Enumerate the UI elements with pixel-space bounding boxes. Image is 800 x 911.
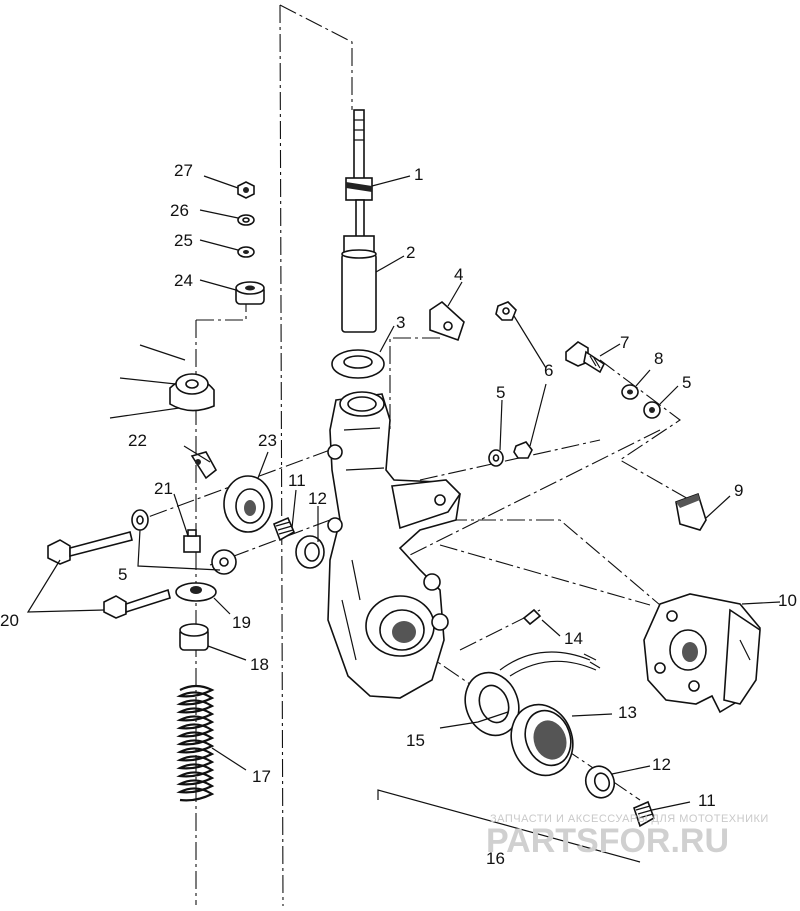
callout-5c: 5: [118, 565, 127, 584]
callout-18: 18: [250, 655, 269, 674]
part-12-race-upper: [295, 535, 325, 569]
callout-14: 14: [564, 629, 583, 648]
callout-5a: 5: [496, 383, 505, 402]
part-6-nut-upper: [495, 301, 517, 321]
callout-12b: 12: [652, 755, 671, 774]
callout-7: 7: [620, 333, 629, 352]
part-23-seal: [223, 475, 273, 533]
part-4-bracket: [429, 300, 465, 342]
callout-23: 23: [258, 431, 277, 450]
callout-4: 4: [454, 265, 463, 284]
part-19-washer: [175, 582, 217, 602]
callout-17: 17: [252, 767, 271, 786]
part-20-bolt-upper: [47, 531, 133, 565]
part-15-ring: [464, 671, 520, 737]
part-5-washer-center: [488, 449, 504, 467]
part-13-hub-ring: [510, 703, 574, 777]
part-2-shock-body: [341, 235, 377, 333]
callout-13: 13: [618, 703, 637, 722]
callout-25: 25: [174, 231, 193, 250]
callout-15: 15: [406, 731, 425, 750]
callout-3: 3: [396, 313, 405, 332]
callout-21: 21: [154, 479, 173, 498]
callout-10: 10: [778, 591, 797, 610]
callout-16: 16: [486, 849, 505, 868]
part-8-washer: [621, 384, 639, 400]
part-1-strut-rod: [345, 109, 373, 241]
part-5-washer-right: [643, 401, 661, 419]
part-11-bearing-upper: [272, 516, 296, 542]
part-26-washer: [237, 214, 255, 226]
steering-knuckle: [327, 391, 462, 699]
callout-11b: 11: [698, 791, 716, 810]
part-7-bolt: [565, 341, 606, 374]
part-27-nut: [237, 181, 255, 199]
part-10-caliper: [643, 593, 761, 714]
part-11-bearing-lower: [633, 800, 655, 828]
part-22-fitting: [190, 451, 218, 480]
part-6-nut-lower: [513, 441, 533, 459]
leader-lines: [26, 175, 781, 811]
callout-1: 1: [414, 165, 423, 184]
callout-11a: 11: [288, 471, 306, 490]
callout-6: 6: [544, 361, 553, 380]
part-21-fitting: [183, 529, 201, 553]
part-17-spring: [176, 684, 215, 802]
callout-12a: 12: [308, 489, 327, 508]
callout-20: 20: [0, 611, 19, 630]
part-14-sensor: [499, 608, 601, 677]
upper-mount: [169, 373, 215, 412]
callout-8: 8: [654, 349, 663, 368]
callout-27: 27: [174, 161, 193, 180]
watermark: ЗАПЧАСТИ И АКСЕССУАРЫ ДЛЯ МОТОТЕХНИКИ PA…: [486, 813, 769, 860]
watermark-tagline: ЗАПЧАСТИ И АКСЕССУАРЫ ДЛЯ МОТОТЕХНИКИ: [490, 813, 769, 825]
callout-2: 2: [406, 243, 415, 262]
callout-24: 24: [174, 271, 193, 290]
callout-22: 22: [128, 431, 147, 450]
callout-26: 26: [170, 201, 189, 220]
part-25-washer: [237, 246, 255, 258]
part-5-washer-left: [131, 509, 149, 531]
callout-19: 19: [232, 613, 251, 632]
watermark-logo: PARTSFOR.RU: [486, 822, 729, 860]
part-20-bolt-lower: [103, 588, 171, 619]
part-9-pad: [675, 492, 707, 531]
part-24-bushing: [235, 281, 265, 305]
callout-labels: 1 2 3 4 5 6 7 8 5 9 10 11 12 13 14 15 16…: [0, 161, 797, 868]
callout-9: 9: [734, 481, 743, 500]
part-12-race-lower: [584, 765, 616, 799]
callout-5b: 5: [682, 373, 691, 392]
part-3-washer: [331, 349, 385, 379]
part-18-bushing: [179, 623, 209, 651]
part-5-washer-lower: [211, 549, 237, 575]
